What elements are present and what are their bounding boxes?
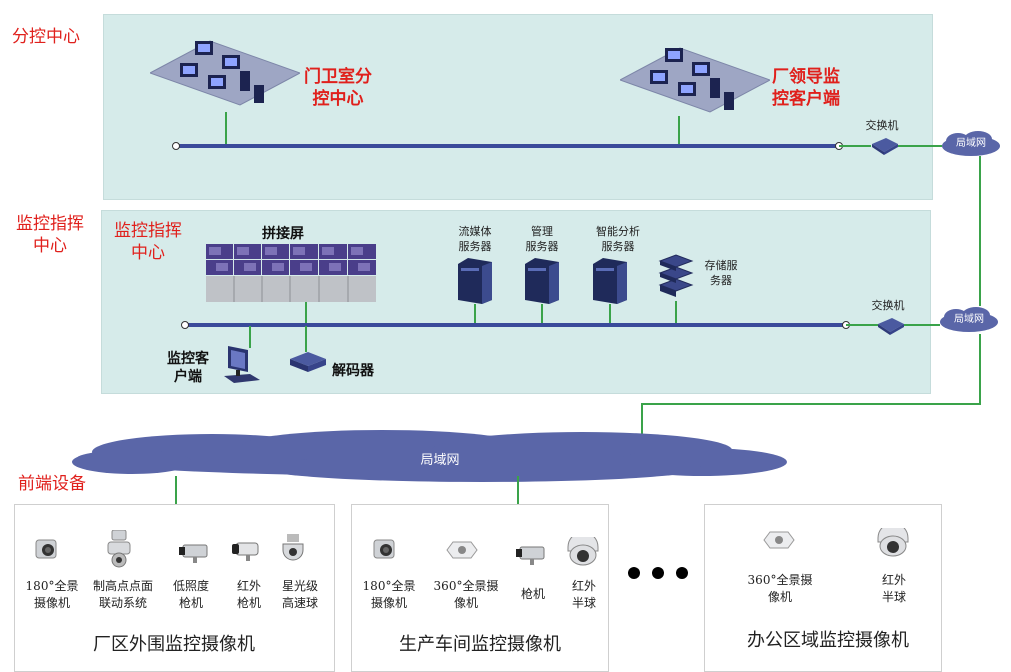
streaming-server-uplink — [474, 304, 476, 324]
ellipsis-dot — [676, 567, 688, 579]
ellipsis-dot — [652, 567, 664, 579]
panoramic-camera-icon — [372, 538, 398, 562]
command-switch-label: 交换机 — [871, 299, 905, 312]
command-lan-downlink — [979, 334, 981, 404]
main-lan-label: 局域网 — [420, 453, 460, 468]
command-bus-to-switch — [846, 324, 878, 326]
front-end-label: 前端设备 — [18, 474, 86, 494]
camera-label: 180°全景 摄像机 — [25, 579, 79, 610]
camera-label: 红外 枪机 — [236, 579, 261, 610]
streaming-server-label: 流媒体 服务器 — [458, 225, 492, 253]
bullet-camera-icon — [177, 541, 211, 563]
main-lan-cloud-icon — [62, 428, 792, 488]
linkage-camera-icon — [104, 530, 136, 568]
camera-group-perimeter — [14, 504, 335, 672]
video-wall-label: 拼接屏 — [262, 226, 304, 242]
main-lan-to-group1 — [175, 476, 177, 504]
group-title: 厂区外围监控摄像机 — [93, 634, 255, 655]
command-lan-cloud-icon — [938, 306, 1000, 334]
command-center-title: 监控指挥 中心 — [114, 221, 182, 263]
streaming-server-icon — [458, 258, 492, 304]
command-network-bus — [181, 321, 850, 329]
smart-server-icon — [593, 258, 627, 304]
group-title: 办公区域监控摄像机 — [747, 630, 909, 651]
trunk-horizontal — [641, 403, 981, 405]
dome-camera-icon — [876, 528, 910, 558]
management-server-uplink — [541, 304, 543, 324]
branch-to-command-link — [979, 156, 981, 306]
branch-lan-label: 局域网 — [956, 138, 986, 149]
smart-server-label: 智能分析 服务器 — [596, 225, 640, 253]
decoder-icon — [288, 349, 328, 375]
branch-lan-cloud-icon — [940, 130, 1002, 158]
camera-label: 360°全景摄 像机 — [747, 573, 813, 604]
camera-label: 枪机 — [520, 587, 545, 601]
command-lan-label: 局域网 — [954, 314, 984, 325]
smart-server-uplink — [609, 304, 611, 324]
video-wall-uplink — [305, 302, 307, 324]
gate-room-workstations-icon — [150, 33, 300, 113]
branch-switch-icon — [870, 136, 900, 156]
camera-label: 红外 半球 — [571, 579, 596, 610]
monitoring-client-label: 监控客 户端 — [167, 351, 209, 385]
factory-leader-uplink — [678, 116, 680, 145]
management-server-icon — [525, 258, 559, 304]
command-switch-icon — [876, 316, 906, 336]
factory-leader-label: 厂领导监 控客户端 — [772, 67, 840, 109]
management-server-label: 管理 服务器 — [525, 225, 559, 253]
branch-network-bus — [172, 142, 843, 150]
gate-room-label: 门卫室分 控中心 — [304, 67, 372, 109]
branch-control-panel — [103, 14, 933, 200]
camera-label: 360°全景摄 像机 — [433, 579, 499, 610]
storage-server-uplink — [675, 301, 677, 324]
camera-label: 制高点点面 联动系统 — [92, 579, 153, 610]
gate-room-uplink — [225, 112, 227, 145]
camera-label: 星光级 高速球 — [281, 579, 318, 610]
factory-leader-workstations-icon — [620, 40, 770, 120]
panoramic-camera-icon — [34, 538, 60, 562]
main-lan-to-group2 — [517, 476, 519, 504]
infrared-bullet-camera-icon — [232, 540, 264, 562]
command-center-side-label: 监控指挥 中心 — [16, 214, 84, 256]
camera-label: 180°全景 摄像机 — [362, 579, 416, 610]
camera-label: 红外 半球 — [881, 573, 906, 604]
trunk-to-main-lan — [641, 403, 643, 437]
client-downlink — [249, 326, 251, 348]
branch-control-label: 分控中心 — [12, 27, 80, 47]
storage-server-icon — [658, 253, 694, 301]
video-wall-icon — [206, 244, 376, 306]
monitoring-client-icon — [222, 344, 262, 386]
fisheye-camera-icon — [762, 530, 796, 550]
bullet-camera-icon — [514, 543, 548, 565]
speed-dome-icon — [281, 534, 305, 564]
storage-server-label: 存储服 务器 — [704, 259, 738, 287]
branch-bus-to-switch — [839, 145, 871, 147]
branch-switch-to-lan — [898, 145, 942, 147]
ellipsis-dot — [628, 567, 640, 579]
branch-switch-label: 交换机 — [865, 119, 899, 132]
dome-camera-icon — [566, 537, 600, 567]
camera-label: 低照度 枪机 — [172, 579, 209, 610]
group-title: 生产车间监控摄像机 — [399, 634, 561, 655]
decoder-downlink — [305, 326, 307, 352]
command-switch-to-lan — [904, 324, 940, 326]
decoder-label: 解码器 — [332, 363, 374, 379]
fisheye-camera-icon — [445, 540, 479, 560]
